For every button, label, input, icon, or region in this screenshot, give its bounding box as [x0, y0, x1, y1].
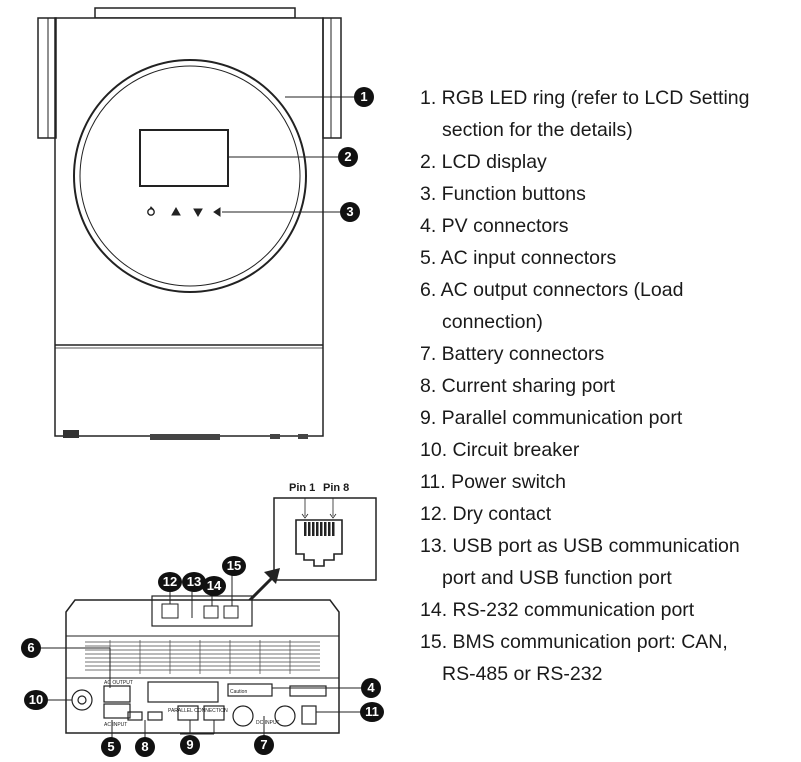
callout-14: 14	[202, 576, 226, 596]
front-view	[37, 7, 342, 440]
led-ring	[73, 59, 307, 293]
legend-item-11: 11. Power switch	[420, 471, 566, 493]
legend-item-2: 2. LCD display	[420, 151, 547, 173]
legend-item-10: 10. Circuit breaker	[420, 439, 580, 461]
legend-item-12: 12. Dry contact	[420, 503, 552, 525]
power-switch	[301, 705, 317, 725]
pin1-label: Pin 1	[289, 482, 316, 494]
callout-3: 3	[340, 202, 360, 222]
rj45-detail	[273, 497, 377, 581]
caution-text: Caution	[230, 689, 247, 695]
callout-11: 11	[360, 702, 384, 722]
dc-input-text: DC INPUT	[256, 720, 280, 726]
legend-item-4: 4. PV connectors	[420, 215, 569, 237]
rj45-pins	[304, 522, 335, 536]
pin8-label: Pin 8	[323, 482, 350, 494]
callout-8: 8	[135, 737, 155, 757]
callout-15: 15	[222, 556, 246, 576]
lcd-display	[139, 129, 229, 187]
legend-item-8: 8. Current sharing port	[420, 375, 616, 397]
legend-item-14: 14. RS-232 communication port	[420, 599, 695, 621]
legend-item-15: 15. BMS communication port: CAN,RS-485 o…	[420, 631, 728, 685]
function-buttons	[147, 206, 221, 218]
legend-item-5: 5. AC input connectors	[420, 247, 617, 269]
callout-5: 5	[101, 737, 121, 757]
legend-item-9: 9. Parallel communication port	[420, 407, 683, 429]
callout-12: 12	[158, 572, 182, 592]
callout-7: 7	[254, 735, 274, 755]
ac-input-text: AC INPUT	[104, 722, 127, 728]
callout-2: 2	[338, 147, 358, 167]
legend-item-7: 7. Battery connectors	[420, 343, 605, 365]
legend-item-3: 3. Function buttons	[420, 183, 586, 205]
front-leaders	[222, 96, 355, 213]
rear-view	[65, 595, 340, 734]
rear-leaders	[40, 574, 362, 738]
rear-connectors	[71, 681, 327, 727]
parallel-text: PARALLEL CONNECTION	[168, 708, 228, 714]
callout-9: 9	[180, 735, 200, 755]
callout-13: 13	[182, 572, 206, 592]
callout-6: 6	[21, 638, 41, 658]
callout-4: 4	[361, 678, 381, 698]
callout-10: 10	[24, 690, 48, 710]
callout-1: 1	[354, 87, 374, 107]
ac-output-text: AC OUTPUT	[104, 680, 133, 686]
